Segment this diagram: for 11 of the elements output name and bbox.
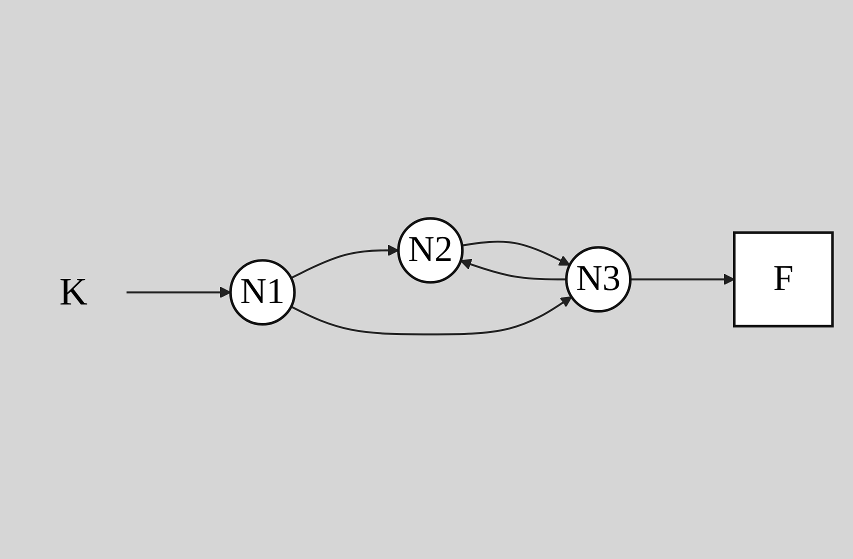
node-text: K — [59, 270, 88, 314]
arrow — [126, 286, 232, 298]
arrow — [462, 240, 570, 266]
arrow — [460, 258, 566, 280]
node-circle: N2 — [397, 216, 464, 284]
arrow — [630, 273, 735, 285]
node-circle: N1 — [229, 258, 296, 326]
node-box: F — [733, 231, 834, 328]
arrow — [290, 244, 399, 279]
node-circle: N3 — [565, 246, 632, 312]
arrow — [290, 296, 572, 336]
